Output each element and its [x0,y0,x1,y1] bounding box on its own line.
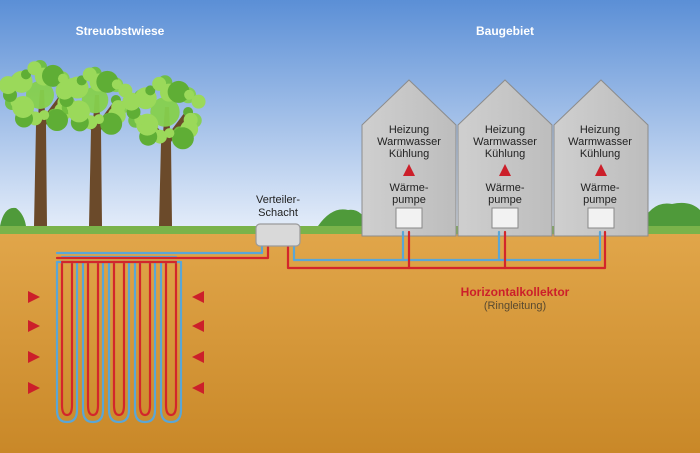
heat-arrow-left-icon [192,351,204,363]
house-1 [361,79,457,237]
house-use-heating: Heizung [484,124,526,136]
collector-cold [292,230,602,262]
bush-right [640,202,700,226]
ground-soil [0,232,700,453]
tree-trunk [143,107,189,226]
device-label-line2: pumpe [583,194,617,206]
borehole-loop-cold [159,260,183,424]
house-use-heating: Heizung [579,124,621,136]
collector-warm [286,230,607,270]
bush-left [0,207,26,226]
heat-arrow-right-icon [28,382,40,394]
up-arrow-icon [499,164,511,176]
leaf-cluster [150,97,180,127]
house-use-hot-water: Warmwasser [473,136,537,148]
leaf-dot [57,73,68,84]
house-body [553,79,649,237]
house-3 [553,79,649,237]
borehole-loop-cold [81,260,105,424]
up-arrow-icon [403,164,415,176]
borehole-loop-cold [107,260,131,424]
development-area-label: Baugebiet [475,24,534,38]
device-label-line1: Wärme- [389,182,429,194]
heat-pump-unit [491,207,519,229]
tree [55,66,133,226]
bush-mid [318,209,368,226]
borehole-loop-cold [55,260,79,424]
distribution-shaft-label: Verteiler- Schacht [255,194,301,219]
heat-flow-arrows [28,291,204,394]
borehole-loop-warm [164,260,178,417]
house-3-device: Wärme- pumpe [554,182,646,206]
house-use-cooling: Kühlung [579,148,621,160]
leaf-dot [42,64,64,87]
heat-pump-unit [395,207,423,229]
heat-arrow-right-icon [28,351,40,363]
leaf-dot [100,112,123,135]
leaf-dot [171,127,194,150]
house-2-uses: Heizung Warmwasser Kühlung [458,124,552,160]
borehole-loop-warm [86,260,100,417]
house-use-hot-water: Warmwasser [568,136,632,148]
house-3-uses: Heizung Warmwasser Kühlung [554,124,646,160]
leaf-dot [145,85,156,96]
collector-subtitle: (Ringleitung) [483,300,547,312]
borehole-loop-warm [112,260,126,417]
up-arrow-icon [595,164,607,176]
leaf-dot [46,109,68,132]
houses-group [361,79,649,237]
supply-to-shaft [55,244,270,260]
house-body [361,79,457,237]
orchard-label: Streuobstwiese [75,24,165,38]
device-label-line2: pumpe [488,194,522,206]
leaf-dot [191,94,206,109]
house-1-uses: Heizung Warmwasser Kühlung [362,124,456,160]
grass-strip [0,226,700,234]
orchard-trees [0,60,206,226]
device-label-line1: Wärme- [580,182,620,194]
house-2 [457,79,553,237]
device-label-line2: pumpe [392,194,426,206]
leaf-dot [164,128,175,139]
leaf-dot [184,89,195,100]
house-use-hot-water: Warmwasser [377,136,441,148]
house-use-heating: Heizung [388,124,430,136]
heat-pump-unit [587,207,615,229]
distribution-shaft [255,223,301,247]
heat-arrow-left-icon [192,291,204,303]
heat-arrow-right-icon [28,291,40,303]
house-2-device: Wärme- pumpe [458,182,552,206]
tree [122,75,206,226]
borehole-loop-warm [138,260,152,417]
house-use-cooling: Kühlung [484,148,526,160]
heat-arrow-left-icon [192,320,204,332]
leaf-cluster [26,81,54,109]
heat-arrow-left-icon [192,382,204,394]
house-use-cooling: Kühlung [388,148,430,160]
borehole-loop-warm [60,260,74,417]
leaf-dot [167,80,190,103]
house-body [457,79,553,237]
device-label-line1: Wärme- [485,182,525,194]
borehole-loop-cold [133,260,157,424]
leaf-dot [111,79,122,90]
house-1-device: Wärme- pumpe [362,182,456,206]
tree-trunk [18,90,64,226]
return-to-shaft [55,244,264,255]
pipe-network [55,230,607,424]
collector-title: Horizontalkollektor [460,285,570,299]
tree-trunk [73,95,119,226]
heat-arrow-right-icon [28,320,40,332]
